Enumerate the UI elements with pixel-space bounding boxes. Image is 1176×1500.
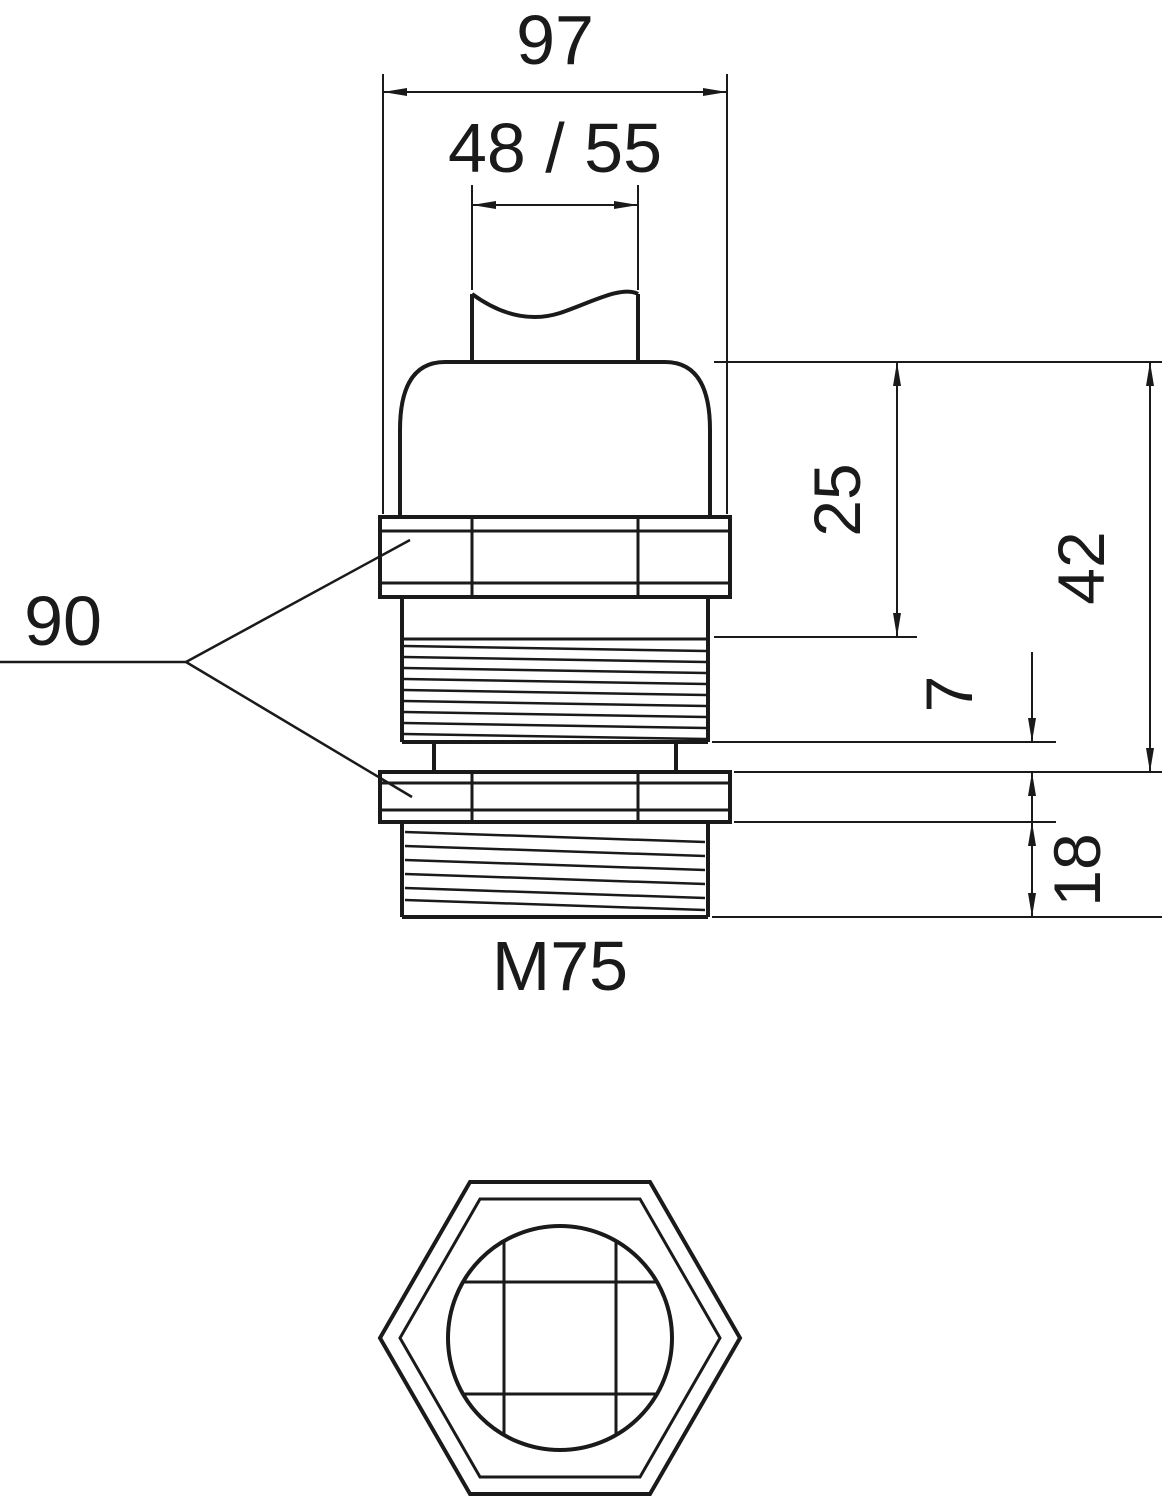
neck bbox=[432, 742, 678, 772]
dimension-label-overall-width: 97 bbox=[516, 1, 594, 79]
dimension-label-gap-height: 7 bbox=[912, 676, 986, 713]
dimension-label-upper-height: 25 bbox=[800, 463, 874, 536]
side-view bbox=[378, 289, 732, 919]
inner-hexagon bbox=[398, 1197, 722, 1479]
dimension-upper-height: 25 bbox=[714, 362, 917, 638]
dimension-thread-length: 18 bbox=[712, 821, 1162, 918]
dimension-clamp-range: 48 / 55 bbox=[448, 109, 662, 290]
dimension-gap-height: 7 bbox=[712, 652, 1056, 856]
dimension-label-clamp-range: 48 / 55 bbox=[448, 109, 662, 187]
dimension-label-thread-length: 18 bbox=[1040, 833, 1114, 906]
upper-hex-nut bbox=[378, 515, 732, 599]
cable-hole-circle bbox=[446, 1224, 674, 1452]
dimension-total-height: 42 bbox=[734, 362, 1162, 773]
upper-thread-section bbox=[402, 644, 708, 744]
thread-designation-label: M75 bbox=[492, 927, 628, 1005]
leader-wrench-size: 90 bbox=[0, 538, 413, 799]
lower-thread-section bbox=[400, 822, 710, 919]
cable-stub bbox=[470, 289, 640, 362]
body-cylinder bbox=[400, 597, 710, 742]
dimension-label-total-height: 42 bbox=[1044, 531, 1118, 604]
locknut bbox=[378, 770, 732, 824]
front-view bbox=[377, 1180, 743, 1496]
dimension-label-wrench-size: 90 bbox=[24, 582, 102, 660]
dimension-overall-width: 97 bbox=[382, 1, 728, 514]
gland-dome-body bbox=[398, 360, 712, 517]
outer-hexagon bbox=[377, 1180, 743, 1496]
membrane-grid bbox=[463, 1241, 657, 1435]
